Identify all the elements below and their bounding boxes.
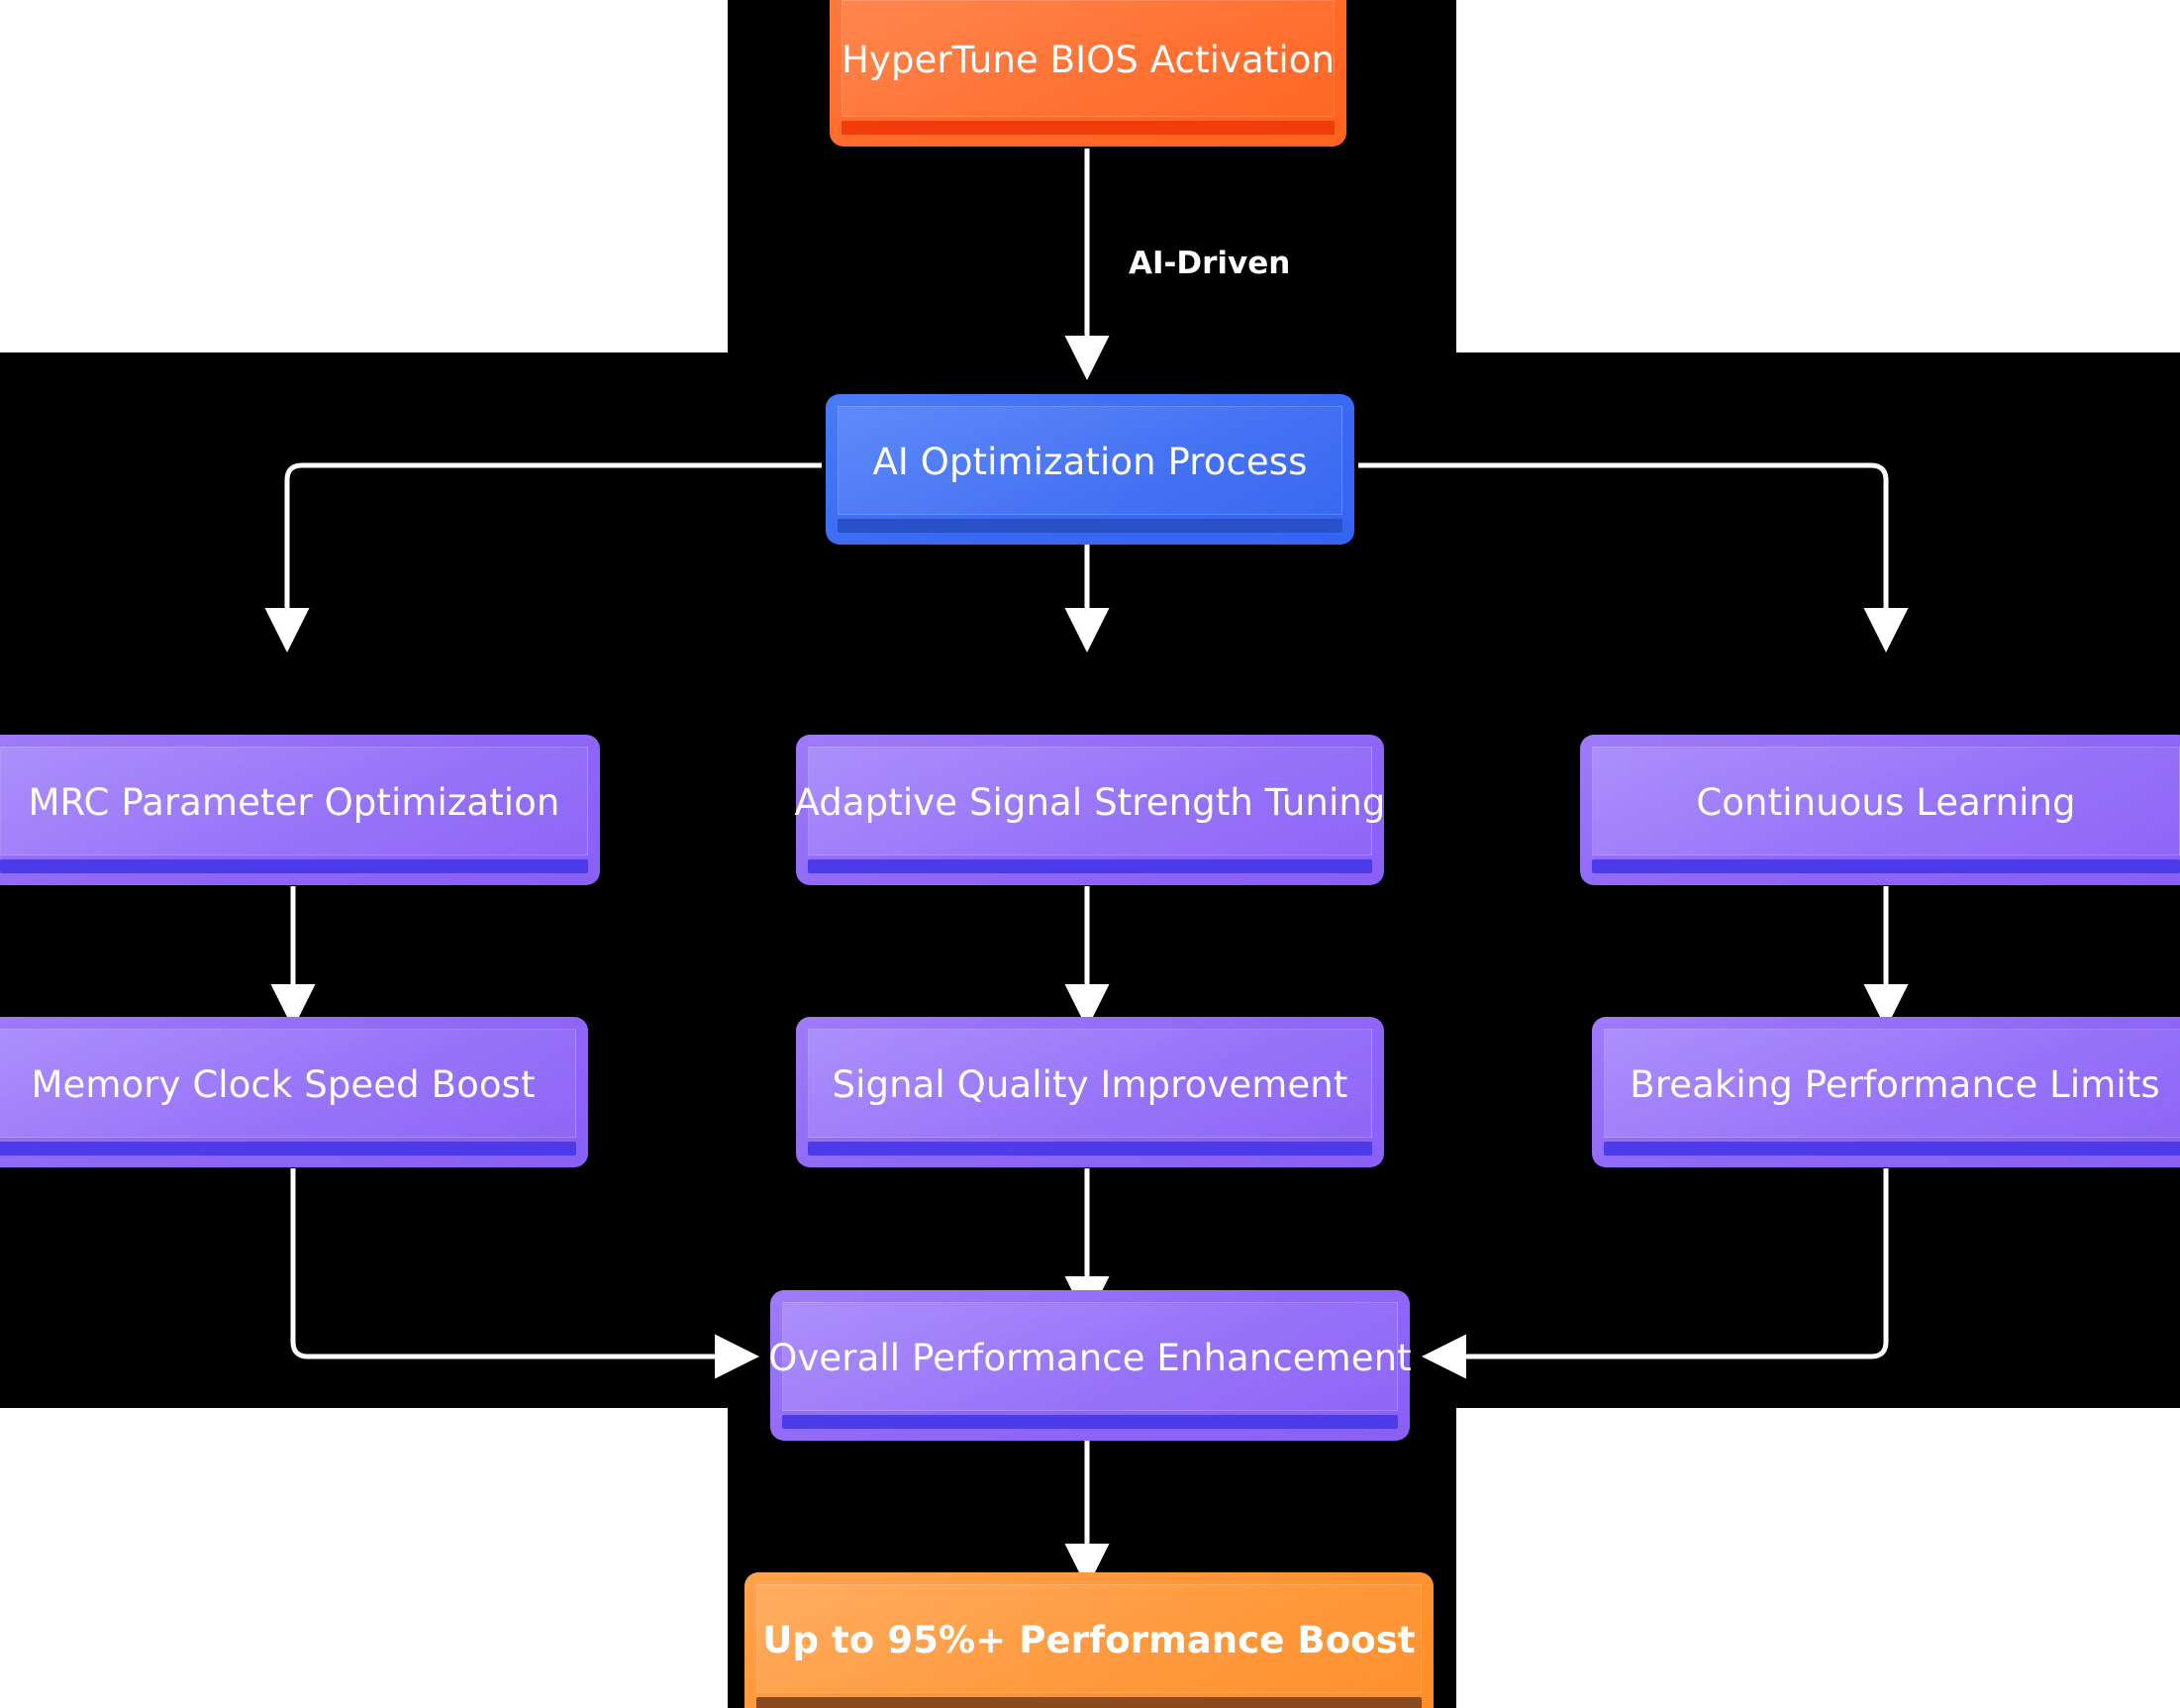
node-label: Up to 95%+ Performance Boost <box>762 1618 1416 1661</box>
node-mrc-parameter-optimization[interactable]: MRC Parameter Optimization <box>0 735 600 885</box>
node-label: Signal Quality Improvement <box>832 1062 1348 1106</box>
node-label: MRC Parameter Optimization <box>28 780 560 824</box>
node-label: Breaking Performance Limits <box>1630 1062 2160 1106</box>
node-continuous-learning[interactable]: Continuous Learning <box>1580 735 2180 885</box>
node-accent-bar <box>0 859 588 873</box>
node-accent-bar <box>782 1415 1398 1429</box>
node-accent-bar <box>808 1142 1372 1155</box>
node-inner-panel <box>1604 1029 2180 1138</box>
node-label: Memory Clock Speed Boost <box>31 1062 536 1106</box>
node-overall-performance-enhancement[interactable]: Overall Performance Enhancement <box>768 1290 1412 1441</box>
node-accent-bar <box>1592 859 2180 873</box>
node-hypertune-bios-activation[interactable]: HyperTune BIOS Activation <box>830 0 1346 147</box>
node-inner-panel <box>838 406 1342 515</box>
node-accent-bar <box>1604 1142 2180 1155</box>
node-ai-optimization-process[interactable]: AI Optimization Process <box>826 394 1354 545</box>
node-adaptive-signal-strength-tuning[interactable]: Adaptive Signal Strength Tuning <box>794 735 1386 885</box>
node-label: Overall Performance Enhancement <box>768 1336 1412 1379</box>
node-signal-quality-improvement[interactable]: Signal Quality Improvement <box>796 1017 1384 1167</box>
node-performance-boost-result[interactable]: Up to 95%+ Performance Boost <box>744 1572 1434 1708</box>
node-accent-bar <box>808 859 1372 873</box>
node-inner-panel <box>808 1029 1372 1138</box>
node-inner-panel <box>1592 747 2180 855</box>
node-label: HyperTune BIOS Activation <box>842 38 1335 81</box>
edge-label-ai-driven: AI-Driven <box>1129 246 1291 281</box>
node-accent-bar <box>756 1697 1422 1708</box>
node-inner-panel <box>0 747 588 855</box>
node-label: AI Optimization Process <box>872 440 1308 483</box>
node-accent-bar <box>0 1142 576 1155</box>
node-inner-panel <box>842 0 1335 117</box>
node-breaking-performance-limits[interactable]: Breaking Performance Limits <box>1592 1017 2180 1167</box>
node-label: Continuous Learning <box>1696 780 2076 824</box>
node-inner-panel <box>756 1584 1422 1693</box>
node-inner-panel <box>0 1029 576 1138</box>
node-inner-panel <box>782 1302 1398 1411</box>
node-label: Adaptive Signal Strength Tuning <box>794 780 1386 824</box>
node-memory-clock-speed-boost[interactable]: Memory Clock Speed Boost <box>0 1017 588 1167</box>
node-inner-panel <box>808 747 1372 855</box>
node-accent-bar <box>842 121 1335 135</box>
node-accent-bar <box>838 519 1342 533</box>
